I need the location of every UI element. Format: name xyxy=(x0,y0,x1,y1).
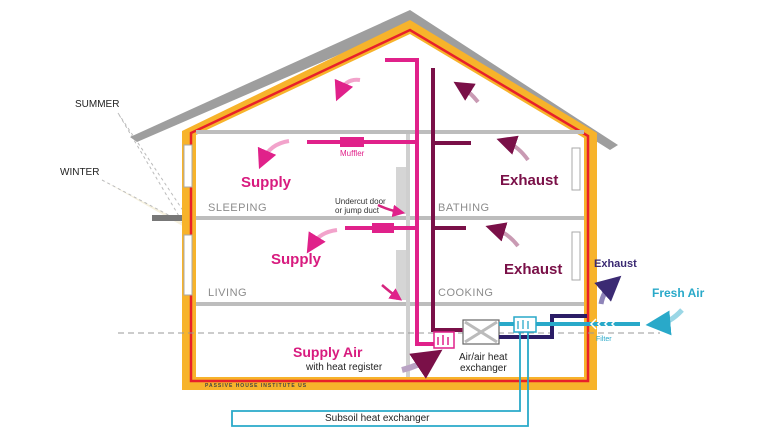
supply-arrow-attic xyxy=(334,77,361,102)
supply-label-upper: Supply xyxy=(241,174,292,191)
exhaust-out-duct xyxy=(499,314,587,339)
supply-air-label: Supply Air xyxy=(293,344,363,360)
institute-label: PASSIVE HOUSE INSTITUTE US xyxy=(205,383,307,389)
supply-arrow-sleeping xyxy=(257,139,290,170)
subsoil-label: Subsoil heat exchanger xyxy=(325,413,430,424)
partition-wall xyxy=(406,134,410,377)
heat-register-label: with heat register xyxy=(305,362,383,373)
exhaust-arrow-cooking xyxy=(485,222,520,248)
exhaust-duct-riser xyxy=(431,68,462,332)
window-overhang xyxy=(152,215,186,221)
room-label-bathing: BATHING xyxy=(438,202,490,214)
muffler-label: Muffler xyxy=(340,149,365,158)
airtight-layer xyxy=(189,28,590,383)
room-label-living: LIVING xyxy=(208,287,247,299)
room-label-sleeping: SLEEPING xyxy=(208,202,267,214)
fresh-air-filter-unit xyxy=(513,316,537,333)
fresh-air-arrow xyxy=(645,308,684,336)
airflow-arrow-undercut-lower xyxy=(381,284,403,301)
heat-register xyxy=(433,331,455,349)
undercut-label-line2: or jump duct xyxy=(335,206,380,215)
muffler-lower xyxy=(372,223,394,233)
winter-label: WINTER xyxy=(60,167,99,178)
muffler-upper xyxy=(340,137,364,147)
attic-floor xyxy=(196,130,584,134)
fresh-air-label: Fresh Air xyxy=(652,286,705,300)
exhaust-outside-label: Exhaust xyxy=(594,258,637,270)
house-interior xyxy=(196,34,584,377)
subsoil-heat-exchanger-loop xyxy=(231,332,529,427)
supply-label-lower: Supply xyxy=(271,251,322,268)
exchanger-label-line2: exchanger xyxy=(460,363,507,374)
summer-label: SUMMER xyxy=(75,99,119,110)
summer-sun-ray xyxy=(117,112,187,230)
airflow-arrow-undercut-upper xyxy=(377,203,406,218)
undercut-label-line1: Undercut door xyxy=(335,197,386,206)
exchanger-label-line1: Air/air heat xyxy=(459,352,508,363)
undercut-door-upper xyxy=(396,167,406,214)
exhaust-label-upper: Exhaust xyxy=(500,172,558,189)
window-lower-left xyxy=(183,234,193,296)
window-upper-right xyxy=(571,147,581,191)
heat-exchanger-core-b xyxy=(464,320,498,344)
supply-arrow-living xyxy=(306,228,338,254)
ground-floor-slab xyxy=(196,302,584,306)
filter-unit-fins xyxy=(517,320,529,329)
window-lower-right xyxy=(571,231,581,281)
window-upper-left xyxy=(183,144,193,188)
upper-floor-slab xyxy=(196,216,584,220)
room-label-cooking: COOKING xyxy=(438,287,493,299)
filter-label: Filter xyxy=(596,336,612,343)
exhaust-arrow-attic xyxy=(453,81,480,104)
undercut-door-lower xyxy=(396,250,406,300)
heat-register-fins xyxy=(437,335,449,345)
supply-air-arrow xyxy=(401,349,443,379)
exhaust-label-lower: Exhaust xyxy=(504,261,562,278)
exhaust-arrow-bathing xyxy=(496,135,530,162)
exhaust-out-arrow xyxy=(594,275,622,305)
fresh-air-chevrons xyxy=(589,318,618,330)
